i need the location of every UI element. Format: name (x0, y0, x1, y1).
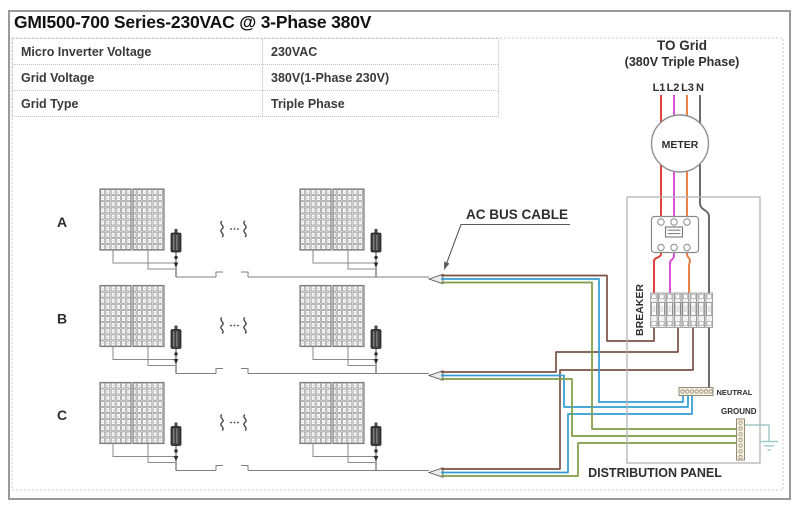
breaker-module (658, 292, 666, 328)
ground-bar (736, 418, 745, 461)
phase-label-l1: L1 (653, 82, 666, 94)
earth-wire (744, 424, 778, 451)
row-label-a: A (57, 214, 67, 230)
neutral-bar (678, 387, 714, 396)
breaker-label: BREAKER (634, 284, 646, 336)
n-wire (699, 95, 710, 388)
page-border (8, 10, 791, 500)
to-grid-label: TO Grid (657, 38, 707, 53)
breaker-module (650, 292, 658, 328)
dashed-frame (11, 37, 784, 491)
to-grid-sublabel: (380V Triple Phase) (625, 55, 740, 69)
pv-row-a (100, 189, 443, 284)
neutral-label: NEUTRAL (717, 388, 753, 397)
breaker-block (650, 292, 713, 328)
breaker-module (697, 292, 705, 328)
ground-wires-green (441, 281, 737, 477)
spec-label: Grid Type (13, 91, 263, 116)
spec-row: Grid Voltage 380V(1-Phase 230V) (13, 65, 498, 91)
row-label-c: C (57, 407, 67, 423)
phase-label-n: N (696, 82, 704, 94)
spec-value: 230VAC (271, 44, 318, 59)
pv-row-c (100, 383, 443, 478)
row-label-b: B (57, 311, 67, 327)
page-title: GMI500-700 Series-230VAC @ 3-Phase 380V (14, 12, 372, 32)
ac-bus-leader-arrow-icon (444, 261, 450, 270)
spec-label: Micro Inverter Voltage (13, 39, 263, 64)
breaker-module (705, 292, 713, 328)
neutral-wires-blue (441, 278, 693, 474)
line-wires-brown (441, 274, 694, 470)
breaker-module (666, 292, 674, 328)
breaker-module (689, 292, 698, 328)
spec-value: Triple Phase (271, 96, 345, 111)
spec-label: Grid Voltage (13, 65, 263, 90)
ac-bus-leader-line (446, 223, 570, 263)
meter-label: METER (662, 139, 699, 151)
phase-label-l2: L2 (667, 82, 680, 94)
main-switch (650, 215, 700, 254)
spec-table: Micro Inverter Voltage 230VAC Grid Volta… (12, 38, 499, 117)
meter: METER (650, 114, 710, 173)
breaker-module (681, 292, 690, 328)
pv-row-b (100, 286, 443, 381)
distribution-panel-label: DISTRIBUTION PANEL (588, 466, 722, 480)
distribution-panel (626, 196, 761, 464)
ac-bus-cable-label: AC BUS CABLE (466, 207, 568, 222)
ground-label: GROUND (721, 407, 757, 416)
spec-row: Grid Type Triple Phase (13, 91, 498, 116)
spec-row: Micro Inverter Voltage 230VAC (13, 39, 498, 65)
spec-value: 380V(1-Phase 230V) (271, 70, 390, 85)
breaker-module (673, 292, 682, 328)
phase-label-l3: L3 (681, 82, 694, 94)
